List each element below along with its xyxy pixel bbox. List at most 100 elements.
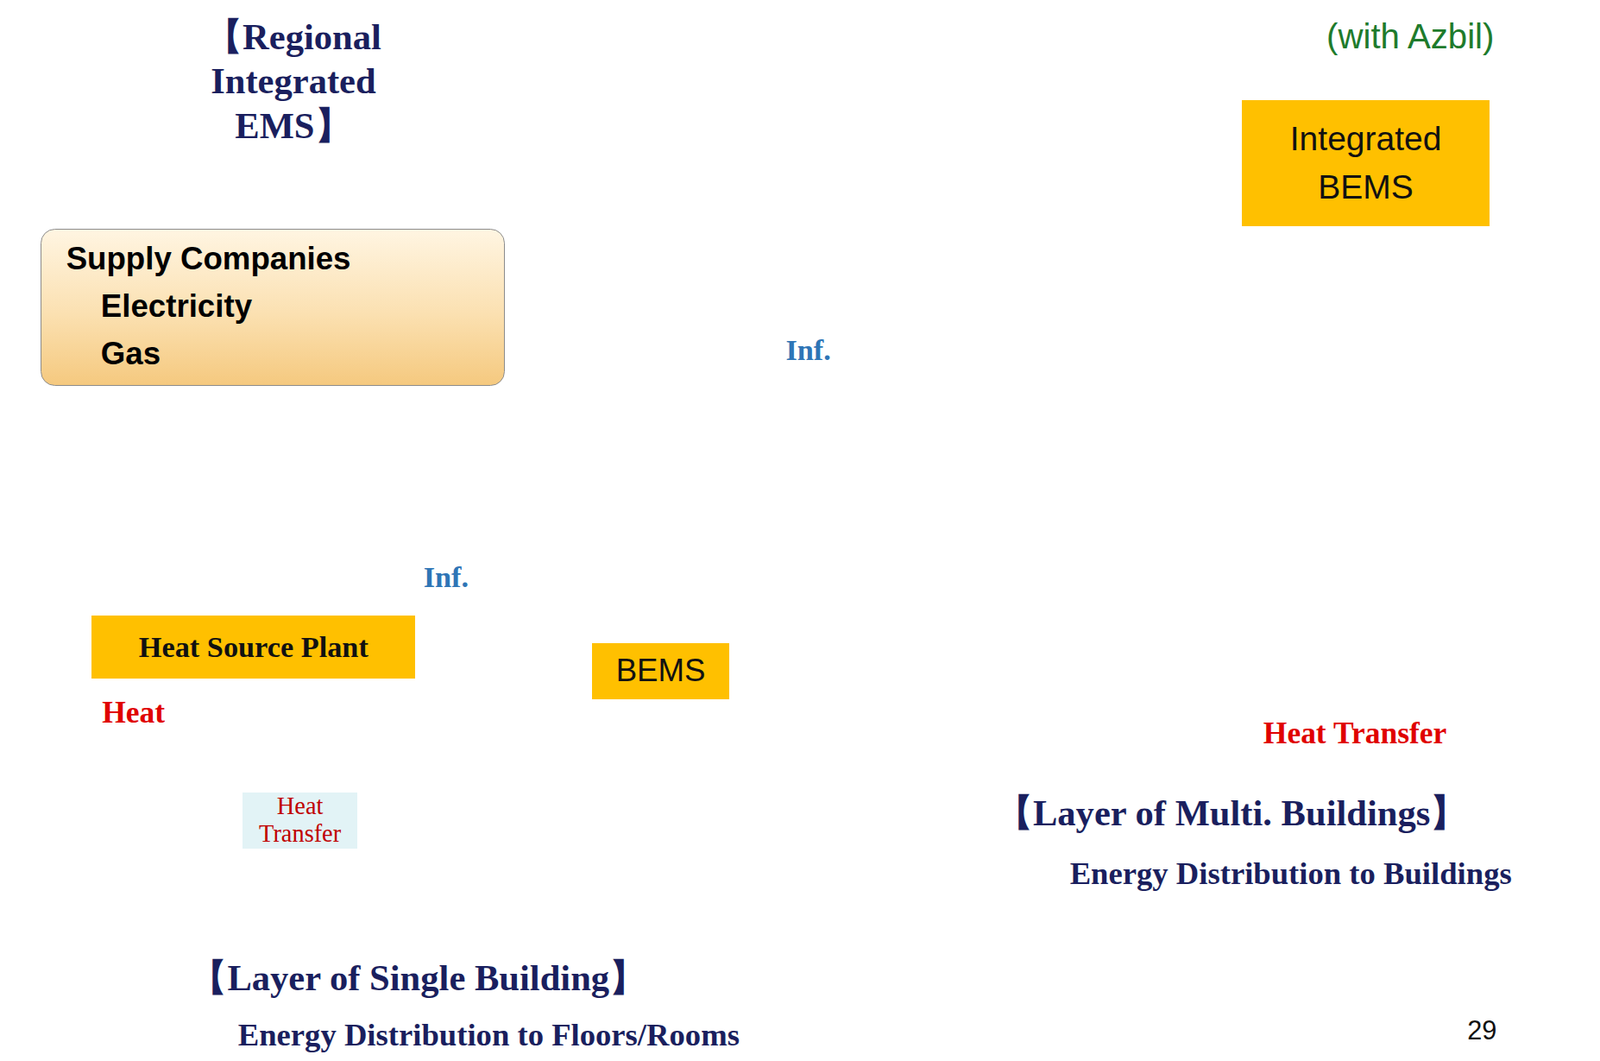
text-slot: Energy Distribution to Buildings	[984, 855, 1597, 892]
heat-supply-lines	[630, 750, 660, 772]
text-slot: 【Layer of Single Building】	[143, 955, 694, 1000]
confusion-marks	[126, 796, 145, 820]
arrow-head	[851, 811, 911, 882]
room-heat-transfer-arrows	[477, 869, 567, 911]
ems-title: 【Regional Integrated EMS】	[173, 14, 414, 150]
clutter-items	[194, 865, 252, 878]
room-cubes	[107, 753, 316, 776]
heat-transfer-label: Heat Transfer	[242, 792, 357, 849]
worker-figures	[147, 794, 665, 917]
text-slot: 【Layer of Multi. Buildings】	[945, 790, 1518, 835]
integrated-bems-label: Integrated BEMS	[1252, 114, 1481, 213]
operator-emblem	[889, 75, 1213, 399]
building-computer	[1171, 548, 1312, 653]
collaborator-note: (with Azbil)	[1326, 16, 1572, 58]
single-building-layer-outline	[5, 390, 849, 983]
operator-emblem	[988, 161, 1023, 196]
supplier-item: Electricity	[100, 283, 489, 331]
heat-source-plant-machine	[306, 518, 322, 543]
page-number: 29	[1467, 1014, 1529, 1047]
worker-figures	[157, 805, 180, 828]
room-cubes	[550, 753, 760, 776]
text-slot: Heat Transfer	[242, 792, 357, 849]
operator-emblem	[963, 314, 1026, 353]
heat-supply-lines	[224, 680, 649, 756]
heat-label: Heat	[101, 693, 194, 731]
single-building-layer: 【Layer of Single Building】Energy Distrib…	[5, 390, 849, 983]
info-link-lines	[1184, 324, 1285, 419]
operator-emblem	[889, 75, 1213, 399]
operator-emblem	[1076, 112, 1138, 164]
connector-line	[513, 119, 1242, 210]
heat-source-plant-machine	[143, 551, 205, 601]
worker-figures	[147, 822, 186, 914]
worker-figures	[437, 794, 460, 818]
operator-emblem	[1021, 336, 1030, 345]
regional-ems-ellipse: 【Regional Integrated EMS】	[91, 0, 495, 176]
info-link-lines	[1049, 397, 1054, 523]
connector-line	[708, 839, 884, 907]
heat-source-plant-machine	[132, 518, 398, 618]
room-cubes	[714, 753, 761, 934]
text-slot: 29	[1467, 1014, 1529, 1047]
info-link-lines	[634, 704, 679, 774]
room-cubes	[490, 753, 536, 934]
arrow-head	[485, 85, 539, 160]
heat-supply-lines	[210, 750, 240, 772]
info-link-lines	[806, 324, 1284, 523]
layer-title: 【Layer of Single Building】	[143, 955, 694, 1000]
clutter-items	[117, 865, 252, 924]
heat-source-plant-machine	[345, 539, 370, 597]
flow-arrow	[237, 385, 273, 516]
operator-emblem	[1005, 97, 1067, 139]
bems-label: BEMS	[602, 647, 720, 695]
operator-emblem	[1086, 127, 1128, 149]
operator-emblem	[1010, 219, 1083, 235]
text-slot: Inf.	[423, 559, 496, 595]
operator-emblem	[960, 351, 969, 360]
supplier-heading: Supply Companies	[66, 235, 489, 284]
bems-computer	[525, 550, 667, 653]
text-slot: Heat Source Plant	[91, 615, 416, 679]
info-link-label: Inf.	[423, 559, 496, 595]
connector-line	[485, 114, 1242, 209]
operator-emblem	[1134, 153, 1185, 221]
room-cubes	[550, 775, 714, 934]
text-slot: Inf.	[785, 332, 857, 368]
text-slot: (with Azbil)	[1326, 16, 1572, 58]
operator-emblem	[948, 97, 1190, 360]
bems-label-box: BEMS	[592, 642, 731, 700]
clutter-items	[194, 877, 238, 919]
heat-transfer-label: Heat Transfer	[1263, 714, 1529, 752]
confusion-marks	[190, 812, 196, 817]
confusion-marks	[183, 787, 201, 808]
building-heat-transfer-arrows	[832, 598, 955, 697]
operator-emblem	[971, 195, 1022, 288]
operator-emblem	[1010, 288, 1067, 343]
worker-figures	[409, 818, 457, 918]
text-slot: 【Regional Integrated EMS】	[173, 14, 414, 150]
supply-companies-box: Supply CompaniesElectricityGas	[40, 228, 505, 386]
clutter-items	[236, 865, 252, 919]
heat-source-plant-machine	[245, 522, 276, 542]
confusion-marks	[134, 825, 139, 830]
text-slot: Heat	[101, 693, 194, 731]
building	[970, 535, 1162, 784]
room-heat-transfer-arrows	[255, 869, 567, 911]
heat-supply-lines	[419, 750, 448, 772]
connector-line	[708, 829, 911, 907]
worker-figures	[356, 794, 379, 818]
worker-figures	[592, 821, 666, 914]
flow-arrow	[485, 85, 1242, 209]
regional-ems-ellipse-outline	[91, 0, 495, 176]
room-cubes	[107, 753, 761, 934]
worker-figures	[631, 797, 655, 820]
info-link-label: Inf.	[785, 332, 857, 368]
building	[637, 404, 817, 620]
integrated-bems-box: Integrated BEMS	[1241, 100, 1490, 227]
heat-source-plant-machine	[152, 559, 194, 567]
supplier-item: Gas	[100, 330, 489, 378]
info-link-lines	[460, 653, 572, 776]
